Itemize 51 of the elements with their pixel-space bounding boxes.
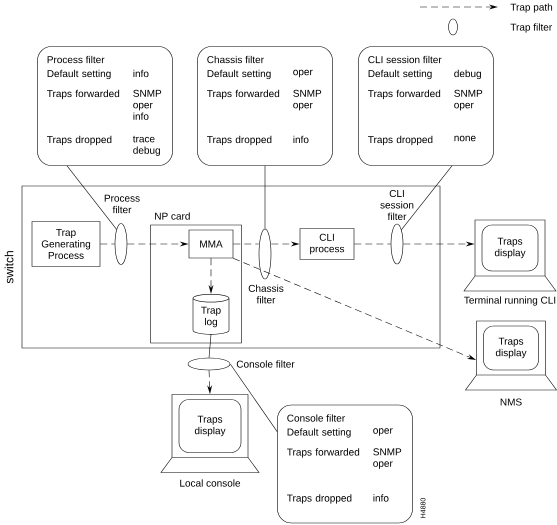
- card-heading: Console filter: [287, 414, 345, 422]
- row-label: Traps forwarded: [47, 90, 120, 100]
- row-label: Default setting: [48, 70, 111, 80]
- row-label: Default setting: [288, 428, 351, 438]
- legend-text: Trap filter: [510, 23, 552, 33]
- monitor-caption: Local console: [180, 479, 240, 487]
- row-value: oper: [373, 428, 393, 436]
- row-label: Traps dropped: [47, 136, 112, 146]
- row-value: oper: [293, 70, 313, 78]
- monitor-caption: NMS: [500, 398, 522, 406]
- log-cylinder: Trap log: [192, 294, 230, 335]
- card-heading: Process filter: [48, 56, 104, 64]
- row-label: Default setting: [208, 70, 271, 80]
- row-label: Traps forwarded: [287, 448, 360, 458]
- process-box: Trap Generating Process: [32, 221, 100, 267]
- row-value: SNMP oper: [454, 90, 482, 110]
- leader-line: [401, 166, 452, 230]
- legend-text: Trap path: [510, 3, 552, 13]
- row-value: info: [373, 494, 388, 502]
- row-value: none: [454, 136, 476, 142]
- row-label: Traps dropped: [207, 136, 272, 146]
- card-heading: Chassis filter: [207, 56, 264, 64]
- display-box: Traps display: [483, 326, 539, 370]
- card-label: NP card: [155, 212, 190, 220]
- display-box: Traps display: [178, 399, 242, 453]
- row-label: Traps forwarded: [368, 90, 440, 100]
- row-value: SNMP oper info: [133, 90, 162, 120]
- filter-label: Console filter: [236, 360, 294, 368]
- row-value: SNMP oper: [293, 90, 322, 110]
- row-value: debug: [454, 70, 481, 80]
- monitor-caption: Terminal running CLI: [464, 296, 556, 306]
- leader-line: [264, 166, 266, 229]
- filter-label: Chassis filter: [248, 284, 284, 304]
- process-box: CLI process: [300, 228, 354, 260]
- leader-line: [66, 166, 117, 230]
- connector-line: [208, 334, 212, 358]
- row-label: Traps forwarded: [207, 90, 280, 100]
- row-label: Traps dropped: [368, 136, 432, 146]
- process-box: MMA: [188, 230, 234, 258]
- row-value: trace debug: [132, 136, 160, 156]
- row-value: info: [293, 136, 308, 144]
- display-box: Traps display: [482, 224, 538, 272]
- leader-line: [230, 364, 278, 432]
- row-value: info: [133, 70, 148, 78]
- card-heading: CLI session filter: [368, 56, 442, 64]
- filter-label: Process filter: [104, 194, 140, 214]
- row-label: Traps dropped: [287, 494, 352, 504]
- frame-label: switch: [4, 251, 14, 284]
- filter-label: CLI session filter: [380, 190, 414, 220]
- row-label: Default setting: [368, 70, 432, 80]
- row-value: SNMP oper: [373, 448, 402, 469]
